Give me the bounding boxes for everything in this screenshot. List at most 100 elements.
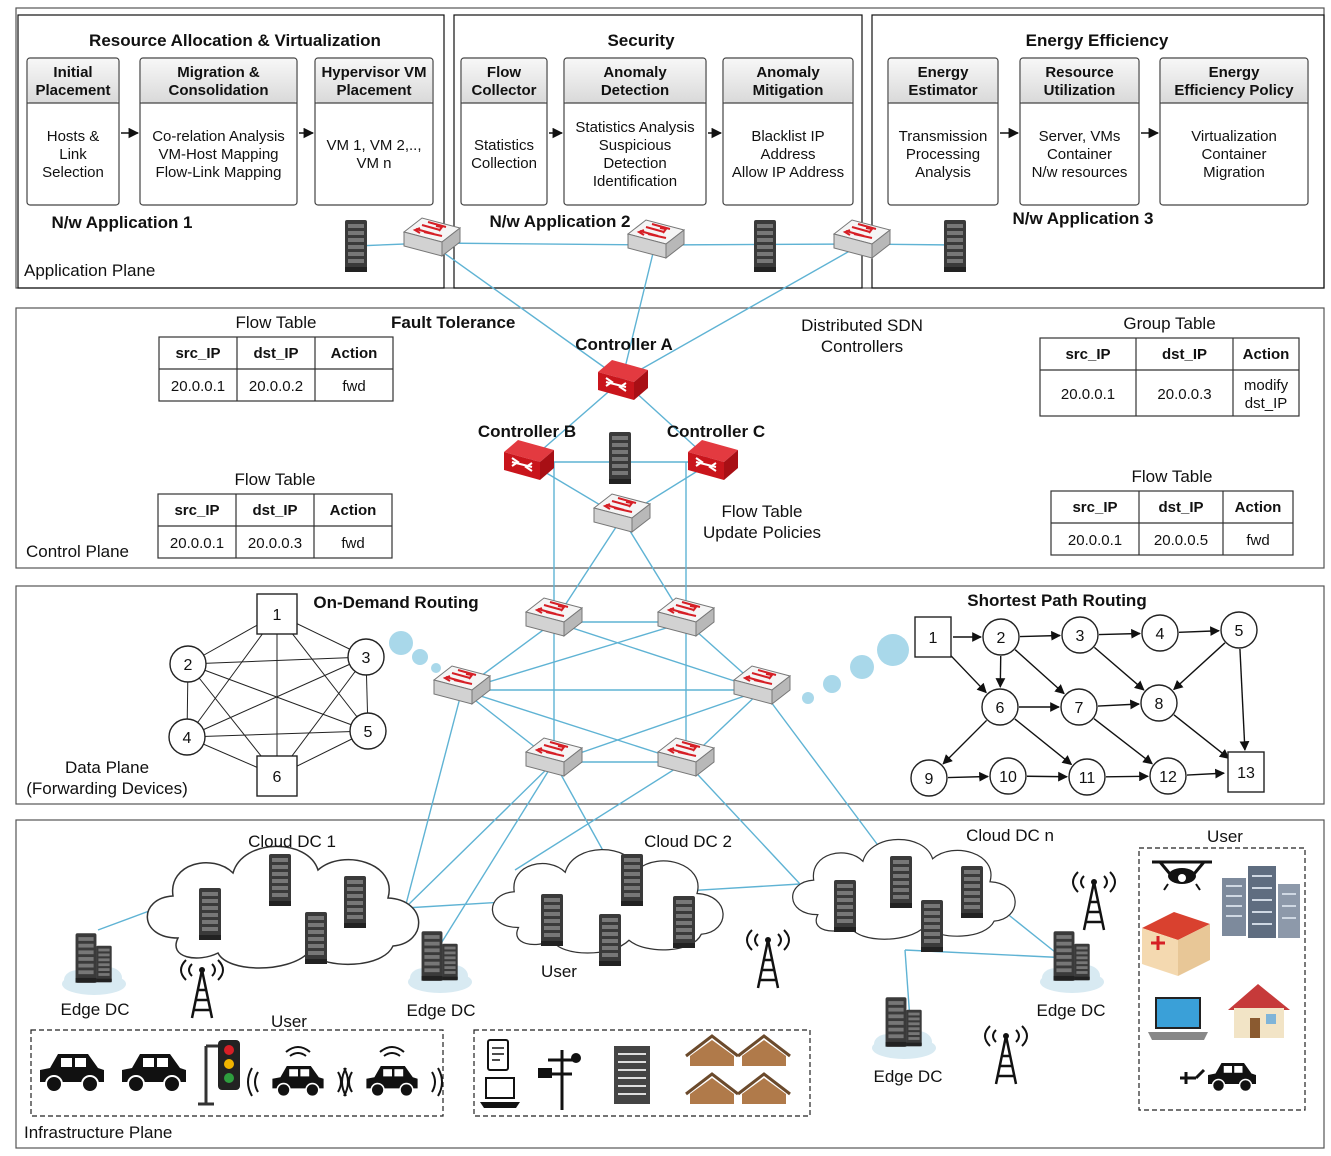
tower-icon-2 — [745, 928, 791, 990]
drone-icon — [1152, 860, 1212, 891]
vehicle-user-group — [30, 1029, 444, 1117]
graph-edge — [1173, 714, 1230, 759]
table-header-cell: src_IP — [1065, 346, 1110, 363]
module-body-line: VM n — [356, 155, 391, 172]
graph-node — [349, 712, 387, 750]
laptop-icon — [480, 1077, 520, 1108]
module-body-line: Link — [59, 146, 87, 163]
table-header-cell: dst_IP — [1162, 346, 1207, 363]
module-body-line: Allow IP Address — [732, 164, 844, 181]
app-switch-1 — [403, 217, 461, 257]
data-switch-1 — [525, 597, 583, 637]
wireless-signal-icons — [247, 1046, 443, 1097]
table-cell: 20.0.0.3 — [248, 535, 302, 552]
dc1-server-4 — [305, 912, 327, 964]
data-plane-frame — [15, 585, 1325, 805]
table-header-cell: src_IP — [175, 345, 220, 362]
graph-node-label: 13 — [1237, 765, 1255, 782]
module-body-line: Analysis — [915, 164, 971, 181]
data-switch-5 — [525, 737, 583, 777]
table-title: Flow Table — [236, 313, 317, 332]
graph-edge — [1097, 699, 1141, 710]
module-body-line: VM-Host Mapping — [158, 146, 278, 163]
table-cell: 20.0.0.1 — [171, 378, 225, 395]
graph-edge — [1173, 642, 1226, 691]
graph-node-label: 5 — [1235, 623, 1244, 640]
graph-node — [1141, 614, 1179, 652]
dc1-server-2 — [269, 854, 291, 906]
module-body-line: Selection — [42, 164, 104, 181]
graph-edge — [1239, 648, 1250, 752]
routing-bubbles — [389, 631, 909, 704]
graph-node-label: 8 — [1155, 696, 1164, 713]
module-heading: Efficiency Policy — [1174, 82, 1294, 99]
graph-node-label: 3 — [362, 650, 371, 667]
flow-table: Group Tablesrc_IP20.0.0.1dst_IP20.0.0.3A… — [1039, 314, 1300, 417]
application-plane — [15, 7, 1325, 289]
cloud-dc-n-label: Cloud DC n — [966, 826, 1054, 845]
edge-dc-4-label: Edge DC — [874, 1067, 943, 1086]
flow-table: Flow Tablesrc_IP20.0.0.1dst_IP20.0.0.5Ac… — [1050, 467, 1294, 556]
control-switch-icon — [593, 493, 651, 533]
module-heading: Estimator — [908, 82, 977, 99]
graph-edge — [1098, 628, 1141, 639]
module-header — [316, 59, 432, 103]
graph-node-label: 5 — [364, 724, 373, 741]
table-cell: 20.0.0.3 — [1157, 386, 1211, 403]
graph-edge — [1093, 718, 1153, 765]
app-server-2 — [754, 220, 776, 272]
controller-c-label: Controller C — [667, 422, 765, 441]
graph-edge — [946, 650, 987, 694]
dcn-server-4 — [961, 866, 983, 918]
edge-dc-3-icon — [1040, 931, 1104, 993]
cloud-user-label: User — [541, 962, 577, 981]
distributed-controllers-label-line1: Distributed SDN — [801, 316, 923, 335]
distributed-controllers-label-line2: Controllers — [821, 337, 903, 356]
graph-node-label: 1 — [273, 607, 282, 624]
shortest-path-routing-title: Shortest Path Routing — [967, 591, 1146, 610]
right-user-label: User — [1207, 827, 1243, 846]
module-body-line: Transmission — [899, 128, 988, 145]
edge-dc-3-label: Edge DC — [1037, 1001, 1106, 1020]
traffic-light-icon — [198, 1040, 240, 1106]
table-title: Flow Table — [235, 470, 316, 489]
graph-node — [982, 618, 1020, 656]
module-body-line: Identification — [593, 173, 677, 190]
module-body-line: VM 1, VM 2,.., — [326, 137, 421, 154]
cloud-dc-1-label: Cloud DC 1 — [248, 832, 336, 851]
module-body-line: Migration — [1203, 164, 1265, 181]
graph-node-label: 3 — [1076, 628, 1085, 645]
controller-a-label: Controller A — [575, 335, 673, 354]
app-switch-2 — [627, 219, 685, 259]
graph-edge — [187, 663, 369, 732]
infrastructure-plane-frame — [15, 819, 1325, 1149]
table-title: Flow Table — [1132, 467, 1213, 486]
controller-b-label: Controller B — [478, 422, 576, 441]
dc2-server-3 — [599, 914, 621, 966]
houses-icon — [685, 1034, 791, 1104]
electric-vehicle-icon — [1180, 1062, 1257, 1093]
graph-node — [1068, 758, 1106, 796]
graph-node — [1220, 611, 1258, 649]
flow-table: Flow Tablesrc_IP20.0.0.1dst_IP20.0.0.3Ac… — [157, 470, 393, 559]
module-header — [462, 59, 546, 103]
graph-edge — [1186, 768, 1226, 779]
dc1-server-1 — [199, 888, 221, 940]
table-header-cell: dst_IP — [253, 345, 298, 362]
module-header — [724, 59, 852, 103]
section-title: Security — [607, 31, 675, 50]
control-plane-label: Control Plane — [26, 542, 129, 561]
graph-edge — [1019, 630, 1061, 641]
module-body-line: Detection — [603, 155, 666, 172]
app-label: N/w Application 1 — [51, 213, 192, 232]
right-user-group — [1138, 847, 1306, 1111]
table-cell: 20.0.0.1 — [1061, 386, 1115, 403]
table-header-cell: Action — [1243, 346, 1290, 363]
